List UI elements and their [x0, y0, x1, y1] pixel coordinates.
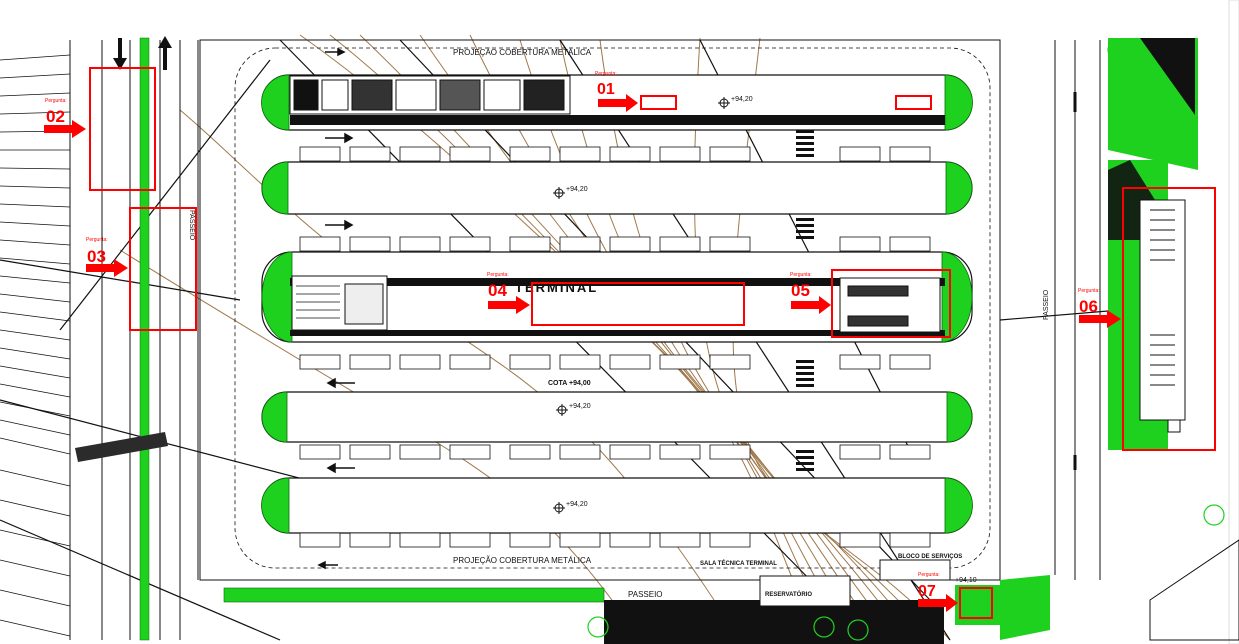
sidewalk-right-label: PASSEIO [1043, 289, 1050, 320]
sidewalk-left-label: PASSEIO [188, 210, 195, 241]
level-label-2: +94,20 [566, 186, 588, 193]
top-building [289, 75, 571, 115]
highlight-box-05 [831, 269, 951, 338]
arrow-02 [44, 120, 86, 138]
sidewalk-bottom-label: PASSEIO [628, 590, 663, 599]
bloco-servicos-label: BLOCO DE SERVIÇOS [898, 554, 962, 560]
marker-number-02: 02 [46, 107, 65, 126]
sala-tecnica-label: SALA TÉCNICA TERMINAL [700, 559, 777, 567]
level-label-3: +94,20 [569, 403, 591, 410]
lane-arrows [317, 47, 355, 570]
marker-number-03: 03 [87, 247, 106, 266]
highlight-box-01b [895, 95, 932, 110]
marker-number-07: 07 [918, 583, 936, 600]
arrow-06 [1079, 310, 1121, 328]
crosswalks [796, 130, 814, 471]
reservatorio-label: RESERVATÓRIO [765, 590, 812, 598]
arrow-07 [918, 594, 958, 612]
marker-number-05: 05 [791, 281, 810, 300]
highlight-box-06 [1122, 187, 1216, 451]
marker-caption-06: Pergunta: [1078, 288, 1100, 294]
left-road [0, 36, 199, 641]
arrow-01 [598, 94, 638, 112]
level-label-5: +94,10 [955, 577, 977, 584]
platform-greenery [261, 74, 973, 534]
right-greenery [1000, 38, 1239, 641]
roof-projection-bottom-label: PROJEÇÃO COBERTURA METÁLICA [453, 556, 592, 565]
highlight-box-03 [129, 207, 197, 331]
highlight-box-04 [531, 282, 745, 326]
cota-label: COTA +94,00 [548, 380, 591, 387]
highlight-box-01 [640, 95, 677, 110]
level-markers [553, 97, 730, 514]
highlight-boxes [89, 67, 1216, 619]
marker-caption-02: Pergunta: [45, 98, 67, 104]
highlight-box-07 [959, 587, 993, 619]
marker-caption-04: Pergunta: [487, 272, 509, 278]
marker-caption-03: Pergunta: [86, 237, 108, 243]
right-road [999, 40, 1101, 580]
level-label-1: +94,20 [731, 96, 753, 103]
arrow-05 [791, 296, 831, 314]
question-markers: Pergunta: 01 Pergunta: 02 Pergunta: 03 P… [45, 71, 1100, 600]
marker-caption-01: Pergunta: [595, 71, 617, 77]
bus-shelters [299, 146, 931, 548]
highlight-box-02 [89, 67, 156, 191]
marker-number-06: 06 [1079, 297, 1098, 316]
level-label-4: +94,20 [566, 501, 588, 508]
terminal-building [291, 275, 941, 333]
marker-caption-07: Pergunta: [918, 572, 940, 578]
marker-number-01: 01 [597, 81, 615, 98]
tree-symbols [263, 39, 1225, 641]
arrow-04 [488, 296, 530, 314]
question-arrows [44, 94, 1121, 612]
marker-caption-05: Pergunta: [790, 272, 812, 278]
marker-number-04: 04 [488, 281, 507, 300]
roof-projection-top-label: PROJEÇÃO COBERTURA METÁLICA [453, 48, 592, 57]
arrow-03 [86, 259, 128, 277]
